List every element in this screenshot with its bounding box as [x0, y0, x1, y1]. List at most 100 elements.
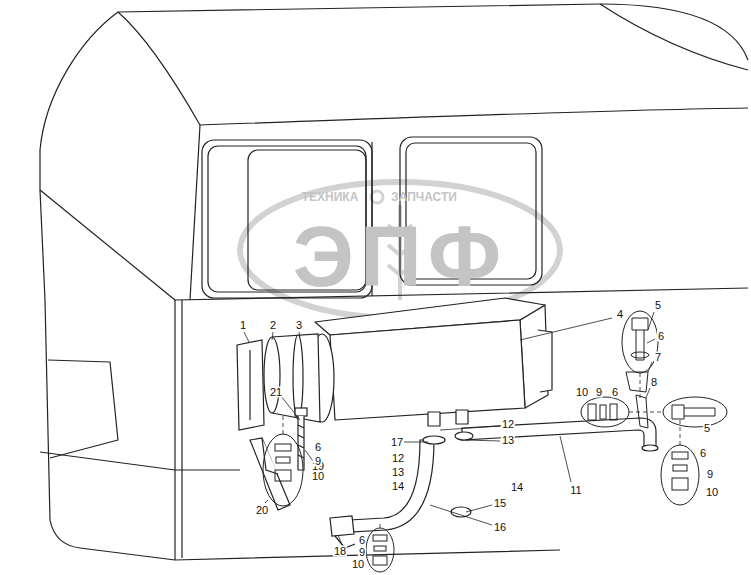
watermark-text: ТЕХНИКА [302, 191, 359, 203]
fastener-groups-part [600, 405, 606, 419]
fastener-groups-part [636, 395, 648, 428]
heater-unit-part [538, 330, 552, 392]
hoses-part [455, 432, 473, 440]
hoses-part [462, 418, 656, 448]
leader-lines-part [338, 535, 342, 545]
cab-outline-part [40, 190, 560, 560]
fastener-groups-part [275, 444, 291, 451]
callout-number: 20 [255, 505, 269, 516]
cab-outline-part [40, 452, 240, 470]
bracket-and-bolts-part [250, 438, 290, 510]
leader-lines-part [466, 440, 500, 441]
fastener-groups-part [374, 546, 386, 551]
callout-number: 5 [654, 300, 662, 311]
assembly-lines-part [640, 373, 641, 398]
cab-outline-part [40, 190, 748, 300]
leader-lines-part [647, 339, 655, 343]
hoses-part [451, 507, 471, 517]
heater-unit-part [456, 410, 468, 424]
callout-number: 9 [706, 469, 714, 480]
bracket-and-bolts [250, 408, 307, 510]
cab-outline-part [190, 125, 200, 300]
callout-number: 10 [705, 487, 719, 498]
leader-lines-part [646, 388, 650, 398]
leader-lines-part [281, 396, 300, 420]
fastener-groups-part [672, 405, 715, 419]
heater-unit [310, 298, 552, 426]
callout-number: 14 [510, 482, 524, 493]
callout-number: 1 [239, 320, 247, 331]
fastener-groups-part [373, 556, 387, 565]
cab-outline [40, 4, 748, 560]
heater-unit-part [330, 320, 525, 420]
leader-lines-part [440, 426, 500, 430]
fastener-groups-part [631, 352, 649, 358]
assembly-lines-part [629, 412, 663, 413]
callout-number: 3 [295, 320, 303, 331]
callout-number: 10 [575, 387, 589, 398]
cab-outline-part [40, 4, 748, 190]
fastener-groups-part [626, 372, 648, 392]
fastener-groups-part [672, 478, 688, 490]
callout-number: 10 [311, 471, 325, 482]
air-duct-part [264, 337, 280, 413]
callout-number: 16 [493, 522, 507, 533]
leader-lines-part [430, 505, 492, 525]
leader-lines-part [299, 332, 300, 337]
callout-number: 7 [654, 352, 662, 363]
callout-number: 6 [699, 448, 707, 459]
callout-number: 21 [269, 387, 283, 398]
callout-number: 15 [493, 498, 507, 509]
cab-outline-part [600, 4, 748, 70]
watermark-text: ЭПФ [293, 213, 507, 299]
callout-number: 13 [501, 435, 515, 446]
callout-number: 12 [391, 453, 405, 464]
fastener-groups-part [622, 311, 658, 373]
callout-number: 6 [358, 535, 366, 546]
cab-outline-part [174, 300, 175, 560]
leader-lines-part [466, 505, 492, 512]
hoses-part [330, 516, 354, 536]
air-duct-part [293, 335, 303, 419]
hoses-part [423, 436, 445, 444]
fastener-groups-part [632, 318, 648, 360]
heater-unit-part [428, 412, 440, 426]
leader-lines-part [560, 436, 571, 482]
leader-lines [244, 312, 655, 545]
callout-number: 9 [314, 456, 322, 467]
fastener-groups-part [588, 404, 596, 420]
fastener-groups-part [672, 452, 688, 459]
leader-lines-part [648, 312, 654, 330]
leader-lines-part [272, 332, 273, 340]
callout-number: 11 [569, 485, 582, 496]
callout-number: 6 [657, 331, 665, 342]
fastener-groups-part [663, 397, 727, 427]
callout-number: 6 [611, 387, 619, 398]
callout-number: 13 [391, 467, 405, 478]
leader-lines-part [520, 318, 612, 340]
assembly-lines-part [680, 418, 681, 445]
callout-number: 4 [616, 309, 624, 320]
assembly-lines-part [380, 522, 381, 528]
fastener-groups [263, 311, 727, 572]
air-duct-part [237, 340, 264, 430]
air-duct-part [249, 350, 250, 420]
callout-number: 2 [269, 320, 277, 331]
bracket-and-bolts-part [295, 408, 307, 416]
watermark-text: ЗАПЧАСТИ [391, 191, 457, 203]
fastener-groups-part [276, 457, 290, 463]
callout-number: 10 [351, 559, 365, 570]
assembly-lines-part [283, 415, 284, 434]
fastener-groups-part [373, 535, 387, 541]
callout-number: 8 [650, 377, 658, 388]
fastener-groups-part [581, 397, 629, 427]
fastener-groups-part [610, 404, 617, 420]
air-duct [237, 334, 320, 430]
fastener-groups-part [275, 470, 291, 481]
callout-number: 12 [501, 419, 515, 430]
leader-lines-part [648, 362, 652, 372]
leader-lines-part [404, 442, 428, 443]
cab-outline-part [200, 108, 748, 125]
leader-lines-part [305, 450, 313, 461]
